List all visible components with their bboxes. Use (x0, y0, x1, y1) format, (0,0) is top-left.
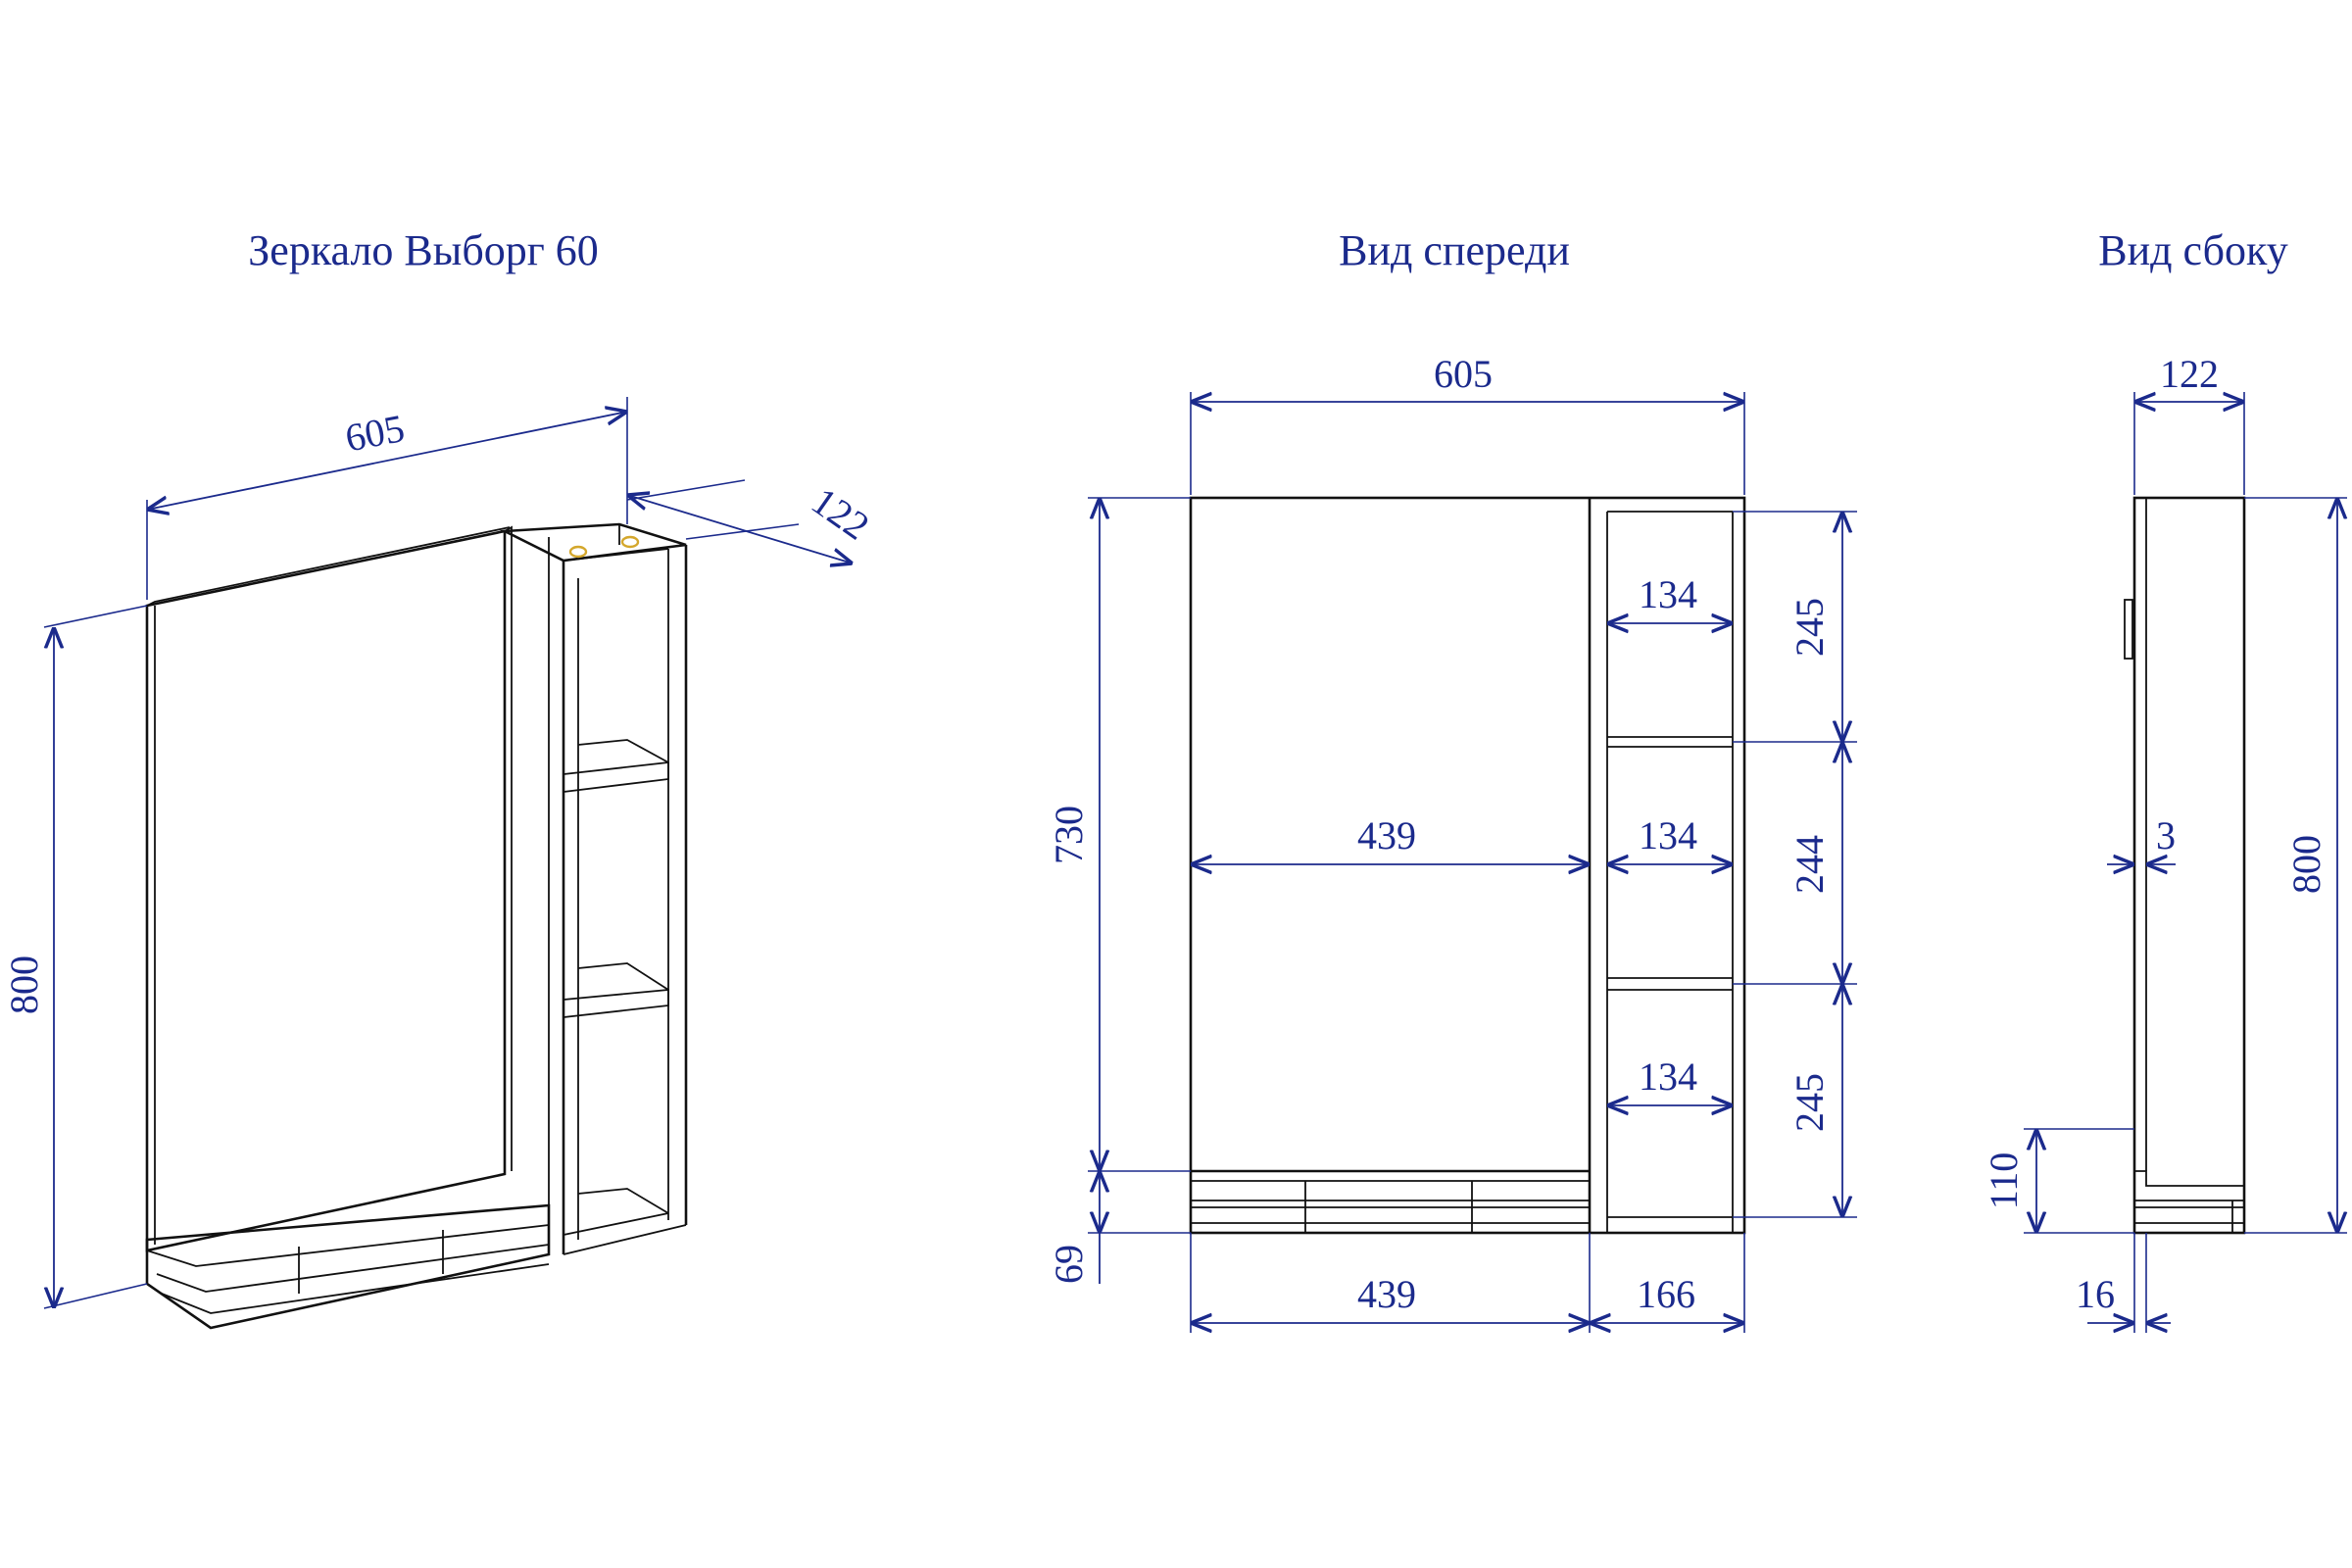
iso-shelf-1-back (577, 739, 669, 763)
front-dim-mirror-width: 439 (1357, 813, 1416, 858)
iso-base-line-3 (161, 1263, 550, 1314)
side-ext-122 (2133, 392, 2245, 495)
side-hinge (2124, 599, 2133, 660)
iso-knob-right-icon (620, 535, 640, 549)
front-shelf-1 (1607, 736, 1733, 748)
front-dim-bottom-right: 166 (1637, 1272, 1695, 1316)
front-dim-base-height: 69 (1047, 1245, 1091, 1284)
side-dim-base-depth: 16 (2076, 1272, 2115, 1316)
front-ext-605 (1190, 392, 1745, 495)
side-base-top (2134, 1170, 2244, 1187)
front-shelf-2 (1607, 977, 1733, 991)
front-dim-shelf3-width: 134 (1639, 1054, 1697, 1099)
front-dim-shelf2-width: 134 (1639, 813, 1697, 858)
iso-shelf-1 (563, 760, 669, 794)
side-dim-mirror-thickness: 3 (2156, 813, 2176, 858)
iso-mirror-panel (145, 529, 507, 1252)
iso-dim-line-122 (627, 495, 853, 564)
iso-shelf-3-back (577, 1188, 669, 1214)
front-dim-shelf1-width: 134 (1639, 572, 1697, 616)
side-dim-height: 800 (2284, 835, 2328, 894)
iso-dim-depth: 122 (804, 478, 877, 548)
side-ext-16 (2133, 1233, 2147, 1333)
iso-shelf-2-back (577, 962, 669, 991)
iso-column-bottom (563, 1224, 687, 1255)
iso-ext-800-bottom (43, 1283, 148, 1309)
iso-knob-left-icon (568, 545, 588, 559)
iso-ext-800-top (43, 605, 148, 628)
side-body (2132, 496, 2246, 1235)
side-dim-depth: 122 (2160, 352, 2219, 396)
front-dim-bottom-left: 439 (1357, 1272, 1416, 1316)
front-base-line-2 (1191, 1200, 1590, 1208)
side-dim-base-height: 110 (1982, 1152, 2026, 1210)
side-base-lines (2134, 1200, 2244, 1224)
side-view-title: Вид сбоку (2098, 226, 2288, 274)
iso-base-line-2 (156, 1244, 550, 1293)
front-ext-shelf-heights (1733, 511, 1857, 1218)
iso-ext-122-a (685, 523, 800, 540)
front-view: 605 439 134 134 134 245 244 245 730 69 4… (1047, 352, 1857, 1333)
front-base-dividers (1304, 1181, 1473, 1233)
iso-opening-top (563, 548, 669, 562)
iso-base-line-1 (146, 1224, 550, 1267)
iso-dim-width: 605 (342, 406, 408, 461)
iso-dim-line-605 (147, 412, 627, 510)
iso-mirror-top-edge (146, 526, 511, 607)
front-ext-left-heights (1088, 497, 1191, 1234)
side-ext-110 (2024, 1128, 2134, 1234)
isometric-view: 605 122 800 (2, 397, 877, 1330)
front-view-title: Вид спереди (1339, 226, 1570, 274)
side-view: 122 800 3 110 16 (1982, 352, 2347, 1333)
iso-title: Зеркало Выборг 60 (248, 226, 599, 274)
iso-shelf-2 (563, 989, 669, 1019)
front-dim-mirror-height: 730 (1047, 806, 1091, 864)
iso-base-outline (145, 1203, 551, 1330)
front-dim-shelf2-height: 244 (1788, 835, 1832, 894)
iso-ext-122-b (626, 479, 746, 501)
front-dim-shelf3-height: 245 (1788, 1073, 1832, 1132)
iso-column-top (500, 522, 687, 563)
front-dim-total-width: 605 (1434, 352, 1493, 396)
iso-dim-height: 800 (2, 956, 46, 1014)
iso-shelf-3 (563, 1212, 669, 1236)
front-dim-shelf1-height: 245 (1788, 598, 1832, 657)
